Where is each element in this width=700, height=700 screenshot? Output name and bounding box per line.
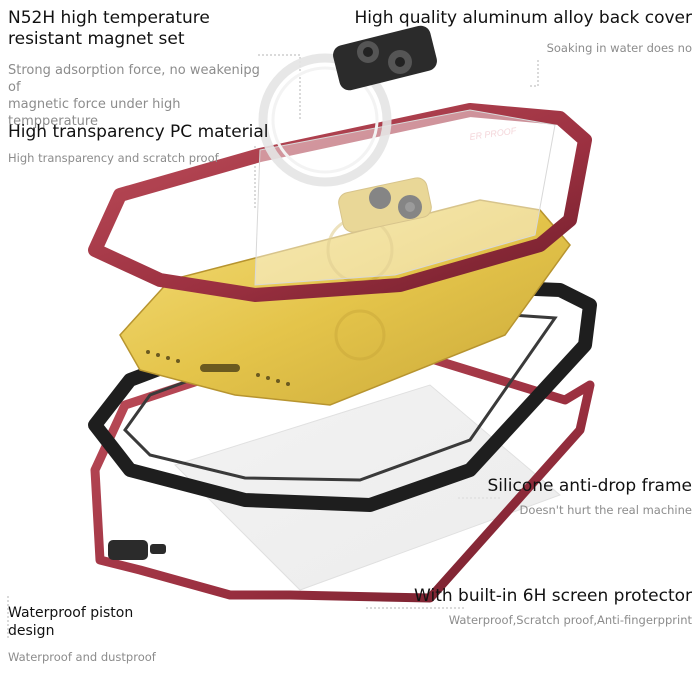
magnet-desc-line1: Strong adsorption force, no weakenipg of bbox=[8, 63, 260, 95]
leader-magnet bbox=[258, 54, 301, 120]
screen-protector-glass bbox=[174, 384, 561, 591]
piston-title-line1: Waterproof piston bbox=[8, 605, 134, 621]
piston-desc: Waterproof and dustproof bbox=[8, 650, 156, 664]
screen-protector-desc: Waterproof,Scratch proof,Anti-fingerppri… bbox=[448, 613, 692, 627]
silicone-frame-desc: Doesn't hurt the real machine bbox=[519, 503, 692, 517]
feature-piston: Waterproof piston design Waterproof and … bbox=[8, 604, 178, 665]
pc-material-desc: High transparency and scratch proof bbox=[8, 151, 219, 165]
feature-back-cover: High quality aluminum alloy back cover S… bbox=[352, 8, 692, 56]
leader-back-cover bbox=[530, 60, 539, 87]
feature-pc-material: High transparency PC material High trans… bbox=[8, 122, 278, 166]
back-cover-desc: Soaking in water does no bbox=[546, 41, 692, 55]
screen-protector-title: With built-in 6H screen protector bbox=[414, 586, 692, 606]
feature-magnet: N52H high temperature resistant magnet s… bbox=[8, 8, 268, 130]
magnet-desc-line2: magnetic force under high tempperature bbox=[8, 97, 181, 129]
magnet-ring bbox=[258, 53, 392, 187]
piston-plug bbox=[108, 540, 166, 560]
feature-silicone-frame: Silicone anti-drop frame Doesn't hurt th… bbox=[432, 476, 692, 518]
silicone-frame-title: Silicone anti-drop frame bbox=[487, 476, 692, 496]
pc-material-title: High transparency PC material bbox=[8, 122, 269, 142]
phone-camera bbox=[338, 177, 432, 233]
magnet-title-line2: resistant magnet set bbox=[8, 29, 185, 49]
phone-port-dots bbox=[146, 350, 290, 386]
magnet-title-line1: N52H high temperature bbox=[8, 8, 210, 28]
gold-phone-body bbox=[119, 199, 571, 406]
clear-pc-window bbox=[254, 109, 556, 286]
back-cover-title: High quality aluminum alloy back cover bbox=[354, 8, 692, 28]
piston-title-line2: design bbox=[8, 623, 55, 639]
red-back-case bbox=[88, 103, 592, 302]
feature-screen-protector: With built-in 6H screen protector Waterp… bbox=[392, 586, 692, 628]
camera-back-cover bbox=[333, 25, 437, 91]
